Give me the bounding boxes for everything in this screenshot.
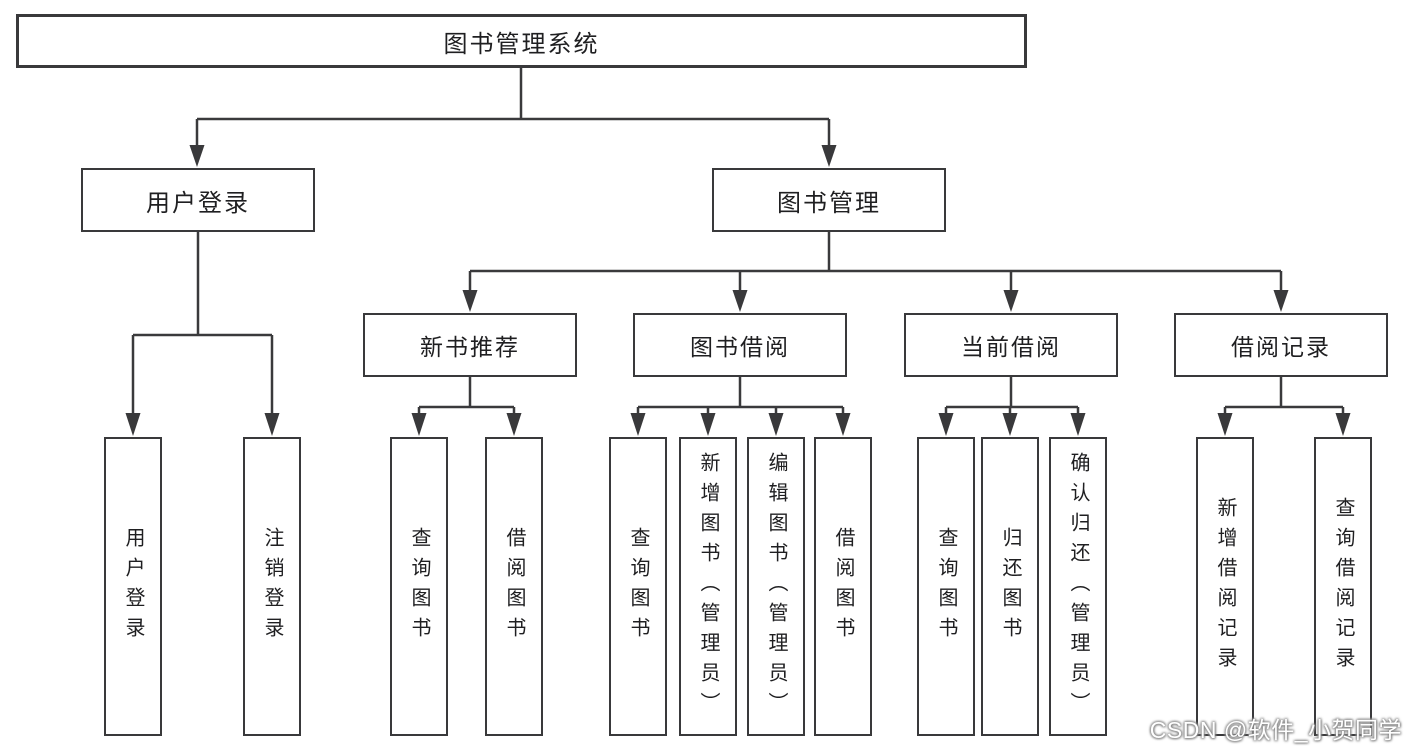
arrowhead bbox=[700, 413, 716, 436]
arrowhead bbox=[264, 413, 280, 436]
arrowhead bbox=[821, 145, 837, 167]
arrowhead bbox=[768, 413, 784, 436]
leaf-recommend-query-books: 查询图书 bbox=[390, 437, 448, 736]
arrowhead bbox=[1002, 413, 1018, 436]
node-book-management: 图书管理 bbox=[712, 168, 946, 232]
arrowhead bbox=[1217, 413, 1233, 436]
arrowhead bbox=[462, 290, 478, 312]
leaf-label: 编辑图书（管理员） bbox=[765, 451, 787, 722]
arrowhead bbox=[732, 290, 748, 312]
arrowhead bbox=[630, 413, 646, 436]
leaf-label: 用户登录 bbox=[122, 526, 144, 647]
connector-user-login-branch bbox=[131, 232, 274, 416]
leaf-label: 查询借阅记录 bbox=[1332, 496, 1354, 677]
leaf-borrow-borrow-books: 借阅图书 bbox=[814, 437, 872, 736]
arrowhead bbox=[506, 413, 522, 436]
connector-book-borrow-group bbox=[636, 377, 845, 416]
leaf-label: 确认归还（管理员） bbox=[1067, 451, 1089, 722]
arrowhead bbox=[835, 413, 851, 436]
arrowhead bbox=[411, 413, 427, 436]
connector-book-management-branch bbox=[468, 232, 1283, 293]
arrowhead bbox=[125, 413, 141, 436]
leaf-records-query-record: 查询借阅记录 bbox=[1314, 437, 1372, 736]
leaf-records-add-record: 新增借阅记录 bbox=[1196, 437, 1254, 736]
leaf-label: 借阅图书 bbox=[503, 526, 525, 647]
connector-borrow-records-group bbox=[1223, 377, 1345, 416]
leaf-current-confirm-return-admin: 确认归还（管理员） bbox=[1049, 437, 1107, 736]
leaf-recommend-borrow-books: 借阅图书 bbox=[485, 437, 543, 736]
node-new-book-recommend: 新书推荐 bbox=[363, 313, 577, 377]
node-user-login: 用户登录 bbox=[81, 168, 315, 232]
leaf-label: 新增借阅记录 bbox=[1214, 496, 1236, 677]
watermark-csdn: CSDN @软件_小贺同学 bbox=[1149, 717, 1402, 743]
connector-root-to-level1 bbox=[195, 68, 831, 147]
leaf-label: 新增图书（管理员） bbox=[697, 451, 719, 722]
leaf-label: 注销登录 bbox=[261, 526, 283, 647]
leaf-label: 借阅图书 bbox=[832, 526, 854, 647]
leaf-label: 查询图书 bbox=[627, 526, 649, 647]
leaf-label: 归还图书 bbox=[999, 526, 1021, 647]
leaf-borrow-query-books: 查询图书 bbox=[609, 437, 667, 736]
leaf-user-login: 用户登录 bbox=[104, 437, 162, 736]
arrowhead bbox=[1070, 413, 1086, 436]
connector-new-book-group bbox=[417, 377, 516, 416]
leaf-current-query-books: 查询图书 bbox=[917, 437, 975, 736]
arrowheads bbox=[125, 145, 1351, 436]
arrowhead bbox=[938, 413, 954, 436]
leaf-current-return-books: 归还图书 bbox=[981, 437, 1039, 736]
leaf-borrow-edit-books-admin: 编辑图书（管理员） bbox=[747, 437, 805, 736]
arrowhead bbox=[1335, 413, 1351, 436]
leaf-label: 查询图书 bbox=[935, 526, 957, 647]
node-current-borrow: 当前借阅 bbox=[904, 313, 1118, 377]
leaf-borrow-add-books-admin: 新增图书（管理员） bbox=[679, 437, 737, 736]
connector-current-borrow-group bbox=[944, 377, 1080, 416]
leaf-logout: 注销登录 bbox=[243, 437, 301, 736]
arrowhead bbox=[1273, 290, 1289, 312]
arrowhead bbox=[1003, 290, 1019, 312]
node-library-management-system: 图书管理系统 bbox=[16, 14, 1027, 68]
node-book-borrow: 图书借阅 bbox=[633, 313, 847, 377]
node-borrow-records: 借阅记录 bbox=[1174, 313, 1388, 377]
arrowhead bbox=[189, 145, 205, 167]
leaf-label: 查询图书 bbox=[408, 526, 430, 647]
